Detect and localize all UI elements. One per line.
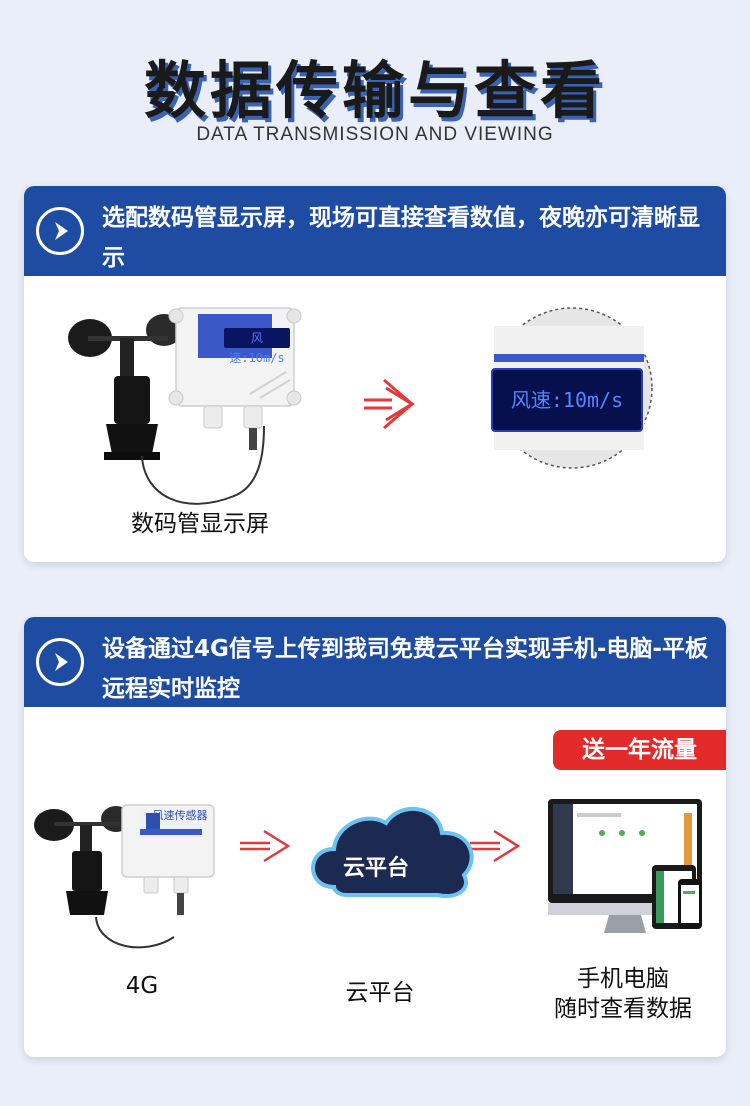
cloud-flow-illustration bbox=[34, 799, 702, 949]
display-card-heading: 选配数码管显示屏，现场可直接查看数值，夜晚亦可清晰显示 bbox=[102, 205, 700, 271]
device-label: 风速传感器 bbox=[152, 809, 208, 822]
chevron-right-icon bbox=[36, 638, 84, 686]
cloud-caption: 云平台 bbox=[345, 980, 415, 1006]
chevron-right-icon bbox=[36, 207, 84, 255]
cloud-label: 云平台 bbox=[342, 856, 409, 881]
zoomed-display-screen: 风速:10m/s bbox=[491, 368, 643, 432]
network-caption: 4G bbox=[125, 973, 159, 999]
page-title: 数据传输与查看 bbox=[143, 54, 606, 127]
cloud-card-header: 设备通过4G信号上传到我司免费云平台实现手机-电脑-平板远程实时监控 bbox=[24, 617, 726, 707]
device-display-screen: 风速:10m/s bbox=[224, 328, 290, 365]
display-card-header: 选配数码管显示屏，现场可直接查看数值，夜晚亦可清晰显示 bbox=[24, 186, 726, 276]
monitor-caption-line1: 手机电脑 bbox=[577, 966, 669, 992]
page-subtitle: DATA TRANSMISSION AND VIEWING bbox=[196, 124, 554, 145]
cloud-card: 设备通过4G信号上传到我司免费云平台实现手机-电脑-平板远程实时监控 送一年流量 bbox=[24, 617, 726, 1057]
monitor-caption-line2: 随时查看数据 bbox=[554, 996, 692, 1022]
display-card: 选配数码管显示屏，现场可直接查看数值，夜晚亦可清晰显示 风速 bbox=[24, 186, 726, 562]
cloud-card-heading: 设备通过4G信号上传到我司免费云平台实现手机-电脑-平板远程实时监控 bbox=[102, 636, 708, 702]
display-caption: 数码管显示屏 bbox=[131, 511, 269, 537]
free-data-badge: 送一年流量 bbox=[553, 730, 726, 770]
